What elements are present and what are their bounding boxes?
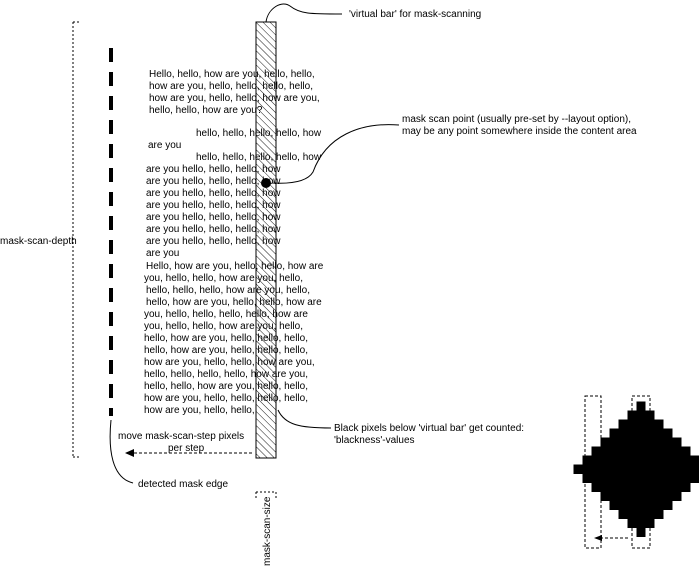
black-pixels-label-1: Black pixels below 'virtual bar' get cou… <box>334 423 524 434</box>
text-line: how are you, hello, hello, how are you, <box>149 93 320 104</box>
diamond-pixel-row <box>600 437 682 447</box>
text-line: are you hello, hello, hello, how <box>146 188 281 199</box>
text-line: how are you, hello, hello, hello, hello, <box>149 81 313 92</box>
diamond-pixel-row <box>627 518 655 528</box>
text-line: are you hello, hello, hello, how <box>146 224 281 235</box>
text-line: Hello, hello, how are you, hello, hello, <box>149 69 315 80</box>
text-line: hello, how are you, hello, hello, hello, <box>144 345 308 356</box>
detected-edge-label: detected mask edge <box>138 479 228 490</box>
text-line: hello, how are you, hello, hello, how ar… <box>146 297 322 308</box>
diamond-pixel-row <box>573 464 699 474</box>
diamond-move-arrow <box>594 535 628 541</box>
text-line: are you hello, hello, hello, how <box>146 200 281 211</box>
text-line: hello, hello, hello, hello, how are you, <box>144 369 308 380</box>
diamond-pixel-row <box>591 482 691 492</box>
black-pixels-label-2: 'blackness'-values <box>334 435 415 446</box>
diamond-pixel-row <box>627 410 655 420</box>
text-line: how are you, hello, hello, <box>144 405 255 416</box>
text-line: are you hello, hello, hello, how <box>146 176 281 187</box>
move-step-label-2: per step <box>168 443 205 454</box>
virtual-bar <box>255 21 277 459</box>
diamond-pixel-row <box>582 455 699 465</box>
text-line: are you hello, hello, hello, how <box>146 212 281 223</box>
text-line: you, hello, hello, hello, hello, how are <box>144 309 308 320</box>
virtual-bar-label: 'virtual bar' for mask-scanning <box>349 9 481 20</box>
scan-point-leader <box>271 124 400 184</box>
text-line: are you hello, hello, hello, how <box>146 164 281 175</box>
text-line: how are you, hello, hello, how are you, <box>144 357 315 368</box>
move-step-label-1: move mask-scan-step pixels <box>118 431 244 442</box>
diamond-pixel-row <box>618 509 664 519</box>
diamond-pixel-row <box>636 527 646 537</box>
text-line: hello, how are you, hello, hello, hello, <box>144 333 308 344</box>
text-line: hello, hello, how are you? <box>149 105 263 116</box>
text-line: you, hello, hello, how are you, hello, <box>144 273 303 284</box>
diamond-pixel-row <box>609 500 673 510</box>
pixel-diamond-illustration <box>573 395 699 549</box>
text-line: hello, hello, how are you, hello, hello, <box>144 381 308 392</box>
diamond-scan-bar-left <box>584 395 602 549</box>
diamond-pixel-row <box>600 491 682 501</box>
text-line: are you <box>148 140 181 151</box>
text-line: hello, hello, hello, how are you, hello, <box>146 285 310 296</box>
diamond-pixels <box>573 401 699 537</box>
detected-edge-leader <box>109 419 134 484</box>
content-text-block-3: Hello, how are you, hello, hello, how ar… <box>144 261 324 416</box>
move-step-arrow <box>125 449 252 457</box>
scan-point-label-2: may be any point somewhere inside the co… <box>402 126 637 137</box>
text-line: are you hello, hello, hello, how <box>146 236 281 247</box>
diamond-pixel-row <box>582 473 699 483</box>
diamond-pixel-row <box>636 401 646 411</box>
text-line: Hello, how are you, hello, hello, how ar… <box>146 261 324 272</box>
content-text-block-2: hello, hello, hello, hello, how are you … <box>146 128 322 259</box>
content-text-block-1: Hello, hello, how are you, hello, hello,… <box>149 69 320 116</box>
diamond-pixel-row <box>591 446 691 456</box>
scan-depth-bracket <box>72 21 80 458</box>
scan-depth-label: mask-scan-depth <box>0 236 77 247</box>
diamond-pixel-row <box>618 419 664 429</box>
text-line: how are you, hello, hello, hello, hello, <box>144 393 308 404</box>
text-line: you, hello, hello, how are you, hello, <box>144 321 303 332</box>
diamond-pixel-row <box>609 428 673 438</box>
mask-scan-point <box>261 178 271 188</box>
scan-point-label-1: mask scan point (usually pre-set by --la… <box>402 114 631 125</box>
scan-size-label: mask-scan-size <box>262 496 273 566</box>
black-pixels-leader <box>277 409 332 429</box>
virtual-bar-leader <box>265 3 343 23</box>
text-line: are you <box>146 248 179 259</box>
scan-size-bracket <box>255 491 277 498</box>
